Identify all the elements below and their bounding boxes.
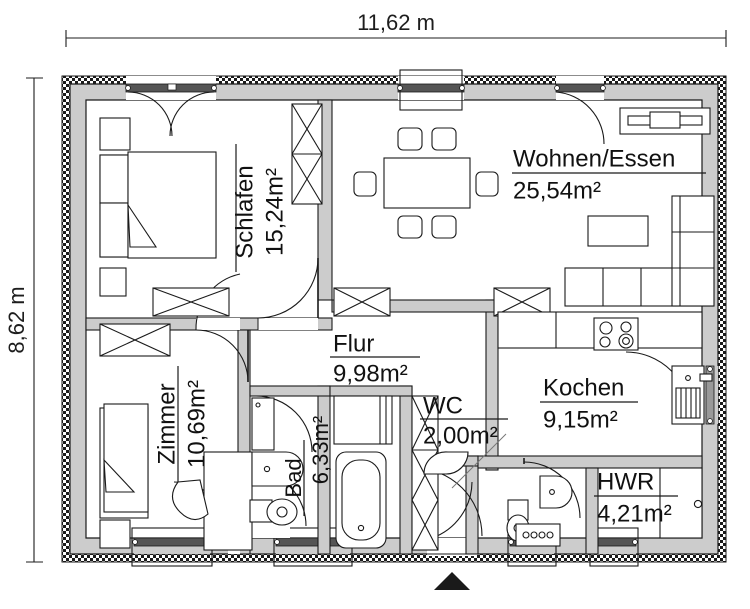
room-label-flur: Flur 9,98m² — [330, 330, 420, 387]
nightstand-icon-3 — [99, 519, 131, 549]
washbasin-icon — [251, 451, 304, 487]
bathtub-icon — [335, 451, 387, 549]
duvet-fold-icon — [127, 203, 158, 248]
chair-icon — [431, 215, 457, 239]
cabinet-icon — [493, 287, 551, 317]
room-label-zimmer: Zimmer 10,69m² — [153, 366, 210, 482]
wc-washbasin-icon — [423, 451, 469, 475]
svg-text:Bad: Bad — [281, 458, 306, 497]
svg-text:9,15m²: 9,15m² — [543, 406, 618, 433]
nightstand-icon — [99, 117, 131, 151]
svg-text:25,54m²: 25,54m² — [513, 177, 601, 204]
dimension-width-label: 11,62 m — [357, 10, 435, 35]
wardrobe-icon — [152, 287, 230, 317]
svg-text:Flur: Flur — [333, 330, 374, 357]
room-label-wohnen-essen: Wohnen/Essen 25,54m² — [512, 145, 706, 204]
svg-text:4,21m²: 4,21m² — [597, 500, 672, 527]
dimension-top — [65, 30, 727, 47]
svg-text:Kochen: Kochen — [543, 374, 624, 401]
duvet-fold-icon-2 — [103, 458, 136, 493]
cooktop-icon — [593, 317, 639, 351]
chair-icon — [397, 127, 423, 151]
chair-icon — [353, 171, 377, 197]
room-label-bad: Bad 6,33m² — [281, 416, 333, 516]
wall-shelf-icon — [619, 107, 711, 135]
vanity-icon — [333, 395, 393, 445]
kitchen-sink-icon — [671, 365, 713, 425]
svg-text:Zimmer: Zimmer — [153, 383, 180, 464]
fixtures-bad — [249, 395, 393, 549]
dimension-left — [26, 77, 43, 563]
sofa-icon — [564, 195, 715, 307]
dining-table-icon — [383, 157, 471, 209]
svg-text:9,98m²: 9,98m² — [333, 360, 408, 387]
svg-text:6,33m²: 6,33m² — [308, 416, 333, 484]
furniture-schlafen — [99, 103, 323, 317]
svg-text:Schlafen: Schlafen — [231, 165, 258, 258]
svg-text:Wohnen/Essen: Wohnen/Essen — [513, 145, 675, 172]
svg-text:10,69m²: 10,69m² — [183, 380, 210, 468]
wardrobe-icon-3 — [99, 323, 171, 357]
furniture-zimmer — [99, 323, 253, 551]
chair-icon — [431, 127, 457, 151]
room-label-schlafen: Schlafen 15,24m² — [231, 144, 288, 272]
nightstand-icon-2 — [99, 267, 127, 297]
furniture-kochen — [497, 311, 713, 539]
room-label-wc: WC 2,00m² — [420, 392, 508, 449]
svg-text:15,24m²: 15,24m² — [261, 168, 288, 256]
room-label-hwr: HWR 4,21m² — [594, 468, 678, 527]
shower-icon — [251, 397, 275, 451]
furniture-wohnen — [333, 107, 715, 317]
room-label-kochen: Kochen 9,15m² — [540, 374, 638, 433]
fixtures-wc — [411, 395, 530, 551]
cabinet-icon-2 — [333, 287, 391, 317]
exterior-openings — [125, 69, 718, 567]
bed-mattress-icon-2 — [103, 403, 149, 513]
svg-text:2,00m²: 2,00m² — [423, 422, 498, 449]
fixtures-hwr — [515, 475, 573, 547]
desk-icon — [203, 451, 253, 551]
entrance-arrow-icon — [434, 572, 470, 590]
chair-icon — [475, 171, 499, 197]
washing-machine-icon — [515, 523, 561, 547]
svg-text:WC: WC — [423, 392, 463, 419]
desk-chair-icon — [171, 479, 209, 521]
chair-icon — [397, 215, 423, 239]
coffee-table-icon — [587, 215, 649, 247]
svg-text:HWR: HWR — [597, 468, 654, 495]
hwr-washbasin-icon — [539, 475, 573, 509]
wardrobe-icon-2 — [291, 103, 323, 205]
dimension-height-label: 8,62 m — [4, 286, 29, 353]
